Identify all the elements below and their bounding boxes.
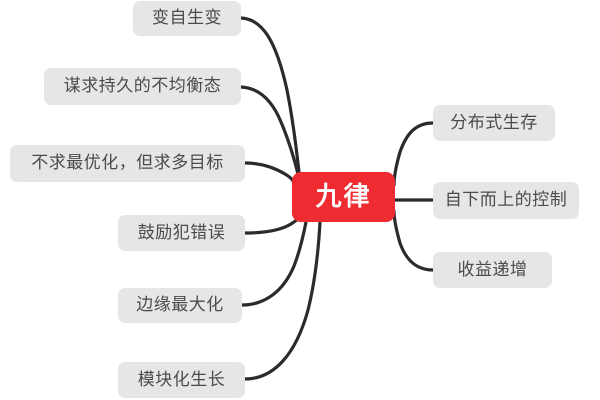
- branch-node-label: 不求最优化，但求多目标: [31, 153, 224, 173]
- branch-node-label: 鼓励犯错误: [137, 222, 226, 243]
- branch-node-label: 谋求持久的不均衡态: [63, 76, 222, 96]
- branch-node-right-3[interactable]: 收益递增: [433, 252, 552, 288]
- connector-right-3: [392, 209, 435, 272]
- branch-node-left-4[interactable]: 鼓励犯错误: [118, 215, 245, 251]
- branch-node-label: 边缘最大化: [136, 295, 224, 315]
- connector-left-5: [240, 220, 308, 307]
- connector-left-3: [243, 161, 295, 183]
- connector-left-2: [239, 85, 300, 176]
- branch-node-label: 变自生变: [152, 8, 222, 28]
- center-node-label: 九律: [315, 182, 372, 212]
- branch-node-right-1[interactable]: 分布式生存: [433, 105, 555, 141]
- branch-node-left-2[interactable]: 谋求持久的不均衡态: [44, 68, 241, 105]
- connector-right-1: [392, 121, 435, 187]
- branch-node-label: 自下而上的控制: [444, 190, 568, 210]
- branch-node-label: 分布式生存: [450, 112, 538, 133]
- connector-left-4: [243, 215, 302, 235]
- branch-node-left-5[interactable]: 边缘最大化: [118, 288, 242, 323]
- center-node[interactable]: 九律: [292, 172, 395, 222]
- branch-node-label: 模块化生长: [137, 369, 226, 390]
- connector-left-1: [239, 16, 301, 174]
- branch-node-left-6[interactable]: 模块化生长: [118, 362, 245, 398]
- branch-node-left-1[interactable]: 变自生变: [133, 1, 241, 36]
- branch-node-label: 收益递增: [457, 259, 528, 280]
- branch-node-right-2[interactable]: 自下而上的控制: [433, 182, 579, 219]
- branch-node-left-3[interactable]: 不求最优化，但求多目标: [10, 145, 245, 182]
- connector-left-6: [243, 220, 322, 381]
